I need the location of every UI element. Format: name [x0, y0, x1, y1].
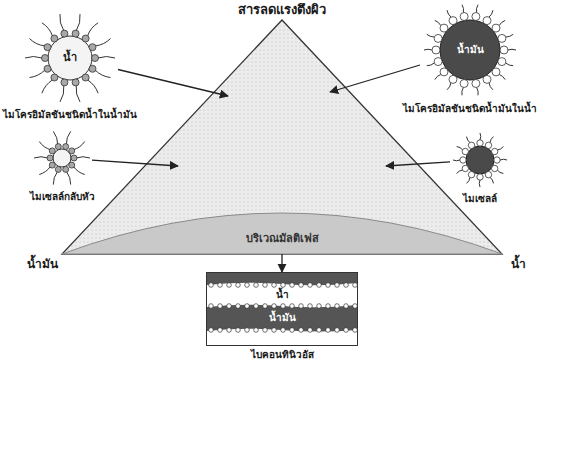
- caption: ไมโครอิมัลชันชนิดน้ำในน้ำมัน: [3, 108, 137, 122]
- rmicelle-shape: [32, 128, 92, 188]
- caption: ไมโครอิมัลชันชนิดน้ำมันในน้ำ: [403, 102, 537, 116]
- core-label: น้ำ: [63, 51, 77, 66]
- multiphase-region: บริเวณมัลติเฟส: [62, 208, 502, 254]
- micelle-shape: [450, 130, 510, 190]
- dome-shape: [62, 208, 502, 254]
- bicont-shape: [206, 272, 358, 346]
- caption: ไมเซลล์: [463, 192, 497, 206]
- ow-microemulsion: น้ำมันไมโครอิมัลชันชนิดน้ำมันในน้ำ: [420, 0, 520, 100]
- bicontinuous-box: น้ำน้ำมันไบคอนทินิวอัส: [206, 272, 358, 346]
- caption: ไมเซลล์กลับหัว: [30, 190, 95, 204]
- vertex-label: น้ำ: [511, 256, 526, 272]
- arrow-connector: [118, 70, 228, 97]
- phase-label: น้ำมัน: [269, 311, 296, 325]
- caption: ไบคอนทินิวอัส: [251, 348, 314, 362]
- arrow-connector: [281, 254, 282, 272]
- core-label: น้ำมัน: [457, 43, 484, 57]
- phase-triangle: สารลดแรงตึงผิวบริเวณมัลติเฟส: [62, 20, 502, 254]
- arrow-connector: [330, 65, 420, 92]
- region-label: บริเวณมัลติเฟส: [246, 232, 319, 247]
- micelle: ไมเซลล์: [450, 130, 510, 190]
- wo-microemulsion: น้ำไมโครอิมัลชันชนิดน้ำในน้ำมัน: [22, 10, 118, 106]
- reverse-micelle: ไมเซลล์กลับหัว: [32, 128, 92, 188]
- vertex-label: สารลดแรงตึงผิว: [238, 1, 326, 19]
- phase-label: น้ำ: [276, 288, 289, 302]
- vertex-label: น้ำมัน: [27, 256, 58, 272]
